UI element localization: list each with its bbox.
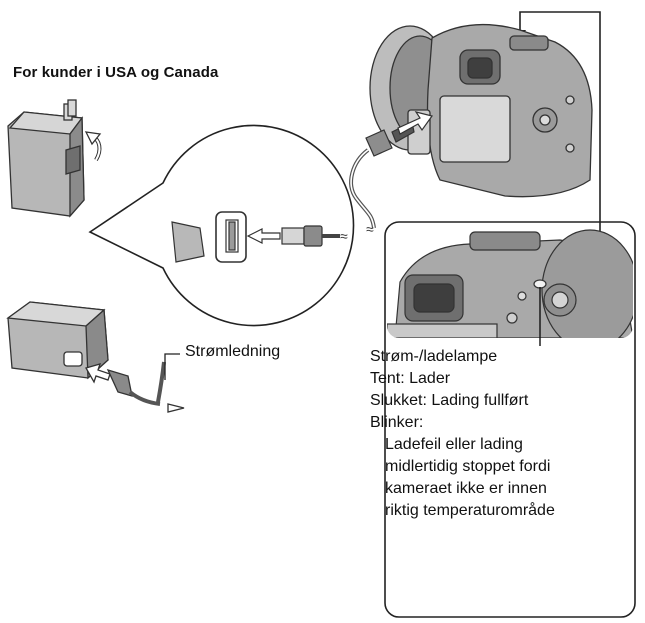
camera-illustration [369,23,593,198]
svg-text:≈: ≈ [340,228,348,244]
ac-adapter-cord [6,301,185,413]
region-heading: For kunder i USA og Canada [13,64,219,81]
ac-adapter-usa [7,99,102,218]
lamp-blink-line: Ladefeil eller lading [385,436,523,453]
camera-usb-plug [365,111,434,157]
power-cord-label: Strømledning [185,343,281,360]
lamp-state-on: Tent: Lader [370,370,451,387]
lamp-blink-line: midlertidig stoppet fordi [385,458,551,475]
lamp-callout-box [384,221,636,618]
lamp-info-text: Strøm-/ladelampe Tent: Lader Slukket: La… [370,346,635,522]
usb-port-closeup: ≈ [171,211,348,263]
camera-lamp-closeup [387,229,633,346]
lamp-title: Strøm-/ladelampe [370,348,498,365]
lamp-blink-line: kameraet ikke er innen [385,480,547,497]
svg-text:≈: ≈ [366,221,374,237]
lamp-blink-line: riktig temperaturområde [385,502,555,519]
lamp-state-off: Slukket: Lading fullført [370,392,529,409]
cord-leader-line [164,353,180,380]
lamp-state-blink: Blinker: [370,414,424,431]
